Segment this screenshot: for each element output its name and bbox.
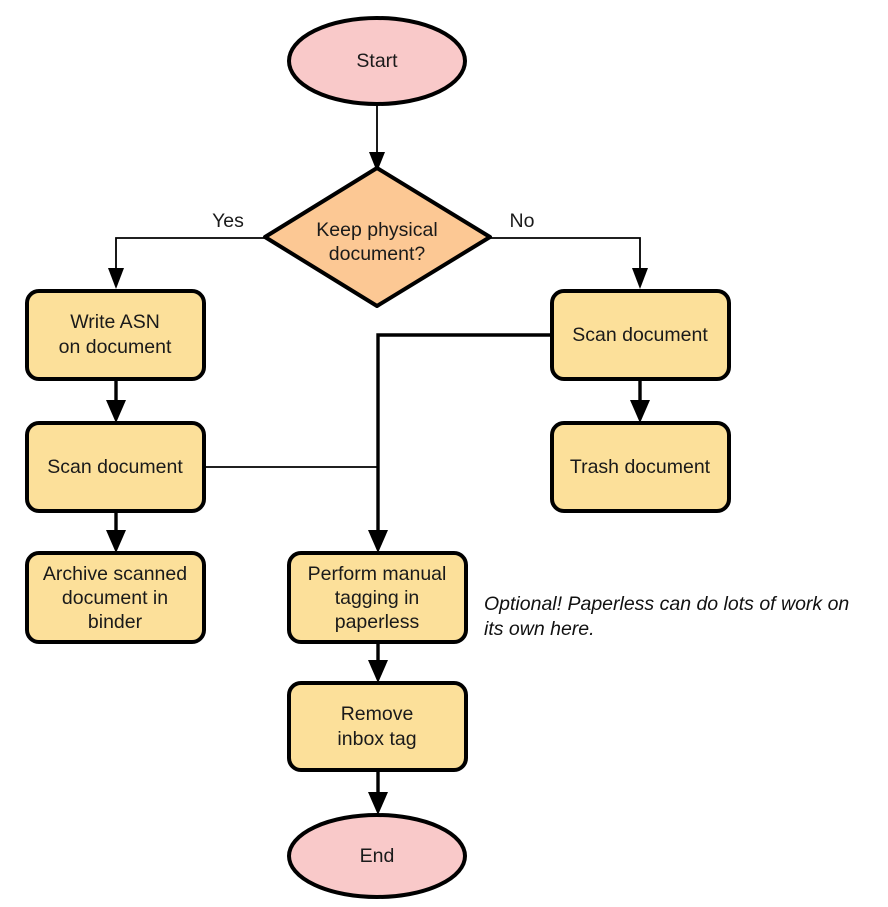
node-remove-inbox-tag[interactable]: Remove inbox tag — [287, 681, 468, 772]
node-write-asn-on-document[interactable]: Write ASN on document — [25, 289, 206, 381]
node-write-asn-shape[interactable] — [25, 289, 206, 381]
arrow-head-scanleft-archive — [106, 530, 126, 553]
arrow-head-removeinbox-end — [368, 792, 388, 815]
edge-line-yes — [115, 237, 265, 276]
node-decision-shape[interactable] — [263, 166, 492, 308]
node-manual-tagging-shape[interactable] — [287, 551, 468, 644]
edge-remove-inbox-to-end — [368, 770, 388, 815]
node-start-label: Start — [356, 50, 398, 72]
node-decision-label-line1: Keep physical — [316, 219, 437, 241]
node-archive-label-line1: Archive scanned — [43, 563, 187, 585]
node-scan-document-right-shape[interactable] — [550, 289, 731, 381]
node-decision-keep-physical-document[interactable]: Keep physical document? — [263, 166, 492, 308]
node-end[interactable]: End — [287, 813, 467, 899]
node-manual-tagging-label-line1: Perform manual — [308, 563, 447, 585]
node-scan-document-right-label: Scan document — [572, 324, 708, 346]
edge-write-asn-to-scan-left — [106, 379, 126, 423]
arrow-head-merge-manualtagging — [368, 530, 388, 553]
arrow-head-writeasn-scanleft — [106, 400, 126, 423]
arrow-head-no — [632, 268, 648, 289]
arrow-head-manualtagging-removeinbox — [368, 660, 388, 683]
arrow-head-scanright-trash — [630, 400, 650, 423]
edge-line-scanright-manualtagging — [376, 333, 552, 540]
node-start-shape[interactable] — [287, 16, 467, 106]
node-scan-document-right[interactable]: Scan document — [550, 289, 731, 381]
node-end-label: End — [360, 845, 395, 867]
node-write-asn-label-line1: Write ASN — [70, 311, 160, 333]
node-start[interactable]: Start — [287, 16, 467, 106]
edge-label-no: No — [510, 210, 535, 232]
node-manual-tagging-label-line2: tagging in — [335, 587, 420, 609]
edge-start-to-decision — [369, 105, 385, 172]
annotation-line-1: Optional! Paperless can do lots of work … — [484, 593, 849, 615]
node-archive-label-line2: document in — [62, 587, 168, 609]
edge-label-yes: Yes — [212, 210, 244, 232]
node-manual-tagging-label-line3: paperless — [335, 611, 420, 633]
node-remove-inbox-label-line1: Remove — [341, 703, 414, 725]
arrow-head-yes — [108, 268, 124, 289]
edge-line-no — [490, 237, 641, 276]
node-trash-document-shape[interactable] — [550, 421, 731, 513]
edge-decision-no-to-scan-right — [490, 237, 648, 289]
edge-scan-right-to-trash — [630, 379, 650, 423]
node-archive-shape[interactable] — [25, 551, 206, 644]
edge-scan-left-to-archive — [106, 511, 126, 553]
edge-decision-yes-to-write-asn — [108, 237, 265, 289]
node-remove-inbox-shape[interactable] — [287, 681, 468, 772]
node-trash-document[interactable]: Trash document — [550, 421, 731, 513]
node-remove-inbox-label-line2: inbox tag — [337, 728, 416, 750]
node-perform-manual-tagging[interactable]: Perform manual tagging in paperless — [287, 551, 468, 644]
node-write-asn-label-line2: on document — [59, 336, 172, 358]
arrow-head-start-decision — [369, 152, 385, 172]
node-trash-document-label: Trash document — [570, 456, 711, 478]
edge-manual-tagging-to-remove-inbox — [368, 642, 388, 683]
node-scan-document-left-label: Scan document — [47, 456, 183, 478]
node-end-shape[interactable] — [287, 813, 467, 899]
node-archive-label-line3: binder — [88, 611, 143, 633]
node-archive-scanned-document[interactable]: Archive scanned document in binder — [25, 551, 206, 644]
node-scan-document-left[interactable]: Scan document — [25, 421, 206, 513]
annotation-line-2: its own here. — [484, 618, 595, 640]
node-decision-label-line2: document? — [329, 243, 426, 265]
node-scan-document-left-shape[interactable] — [25, 421, 206, 513]
